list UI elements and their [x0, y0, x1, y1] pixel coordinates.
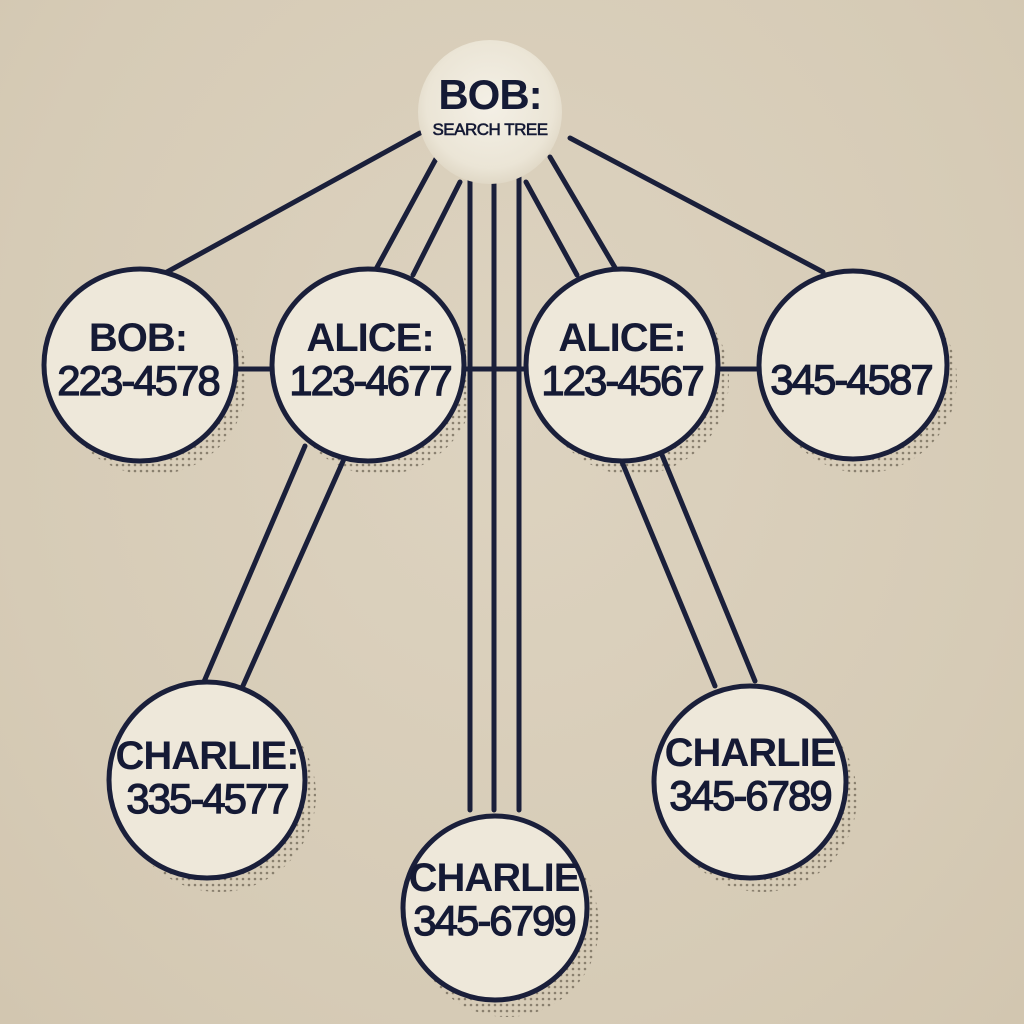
node-name: ALICE:	[306, 315, 434, 360]
root-name: BOB:	[438, 71, 542, 119]
node-alice-left[interactable]	[269, 266, 467, 464]
nodes	[41, 40, 950, 1003]
root-node[interactable]	[418, 40, 562, 184]
node-name: CHARLIE	[408, 855, 581, 900]
node-name: BOB:	[88, 315, 188, 360]
edge-root-alice-left-a	[372, 154, 440, 274]
node-phone: 345-4587	[770, 355, 935, 403]
edge-root-bob	[164, 130, 423, 275]
edge-root-alice-right-a	[523, 179, 580, 278]
node-phone: 123-4567	[541, 356, 706, 404]
edge-alice-left-charlie-left-a	[200, 443, 308, 687]
node-charlie-right[interactable]	[651, 683, 849, 881]
label-bob: BOB: 223-4578	[57, 315, 222, 404]
label-alice-right: ALICE: 123-4567	[541, 315, 706, 404]
node-charlie-middle[interactable]	[400, 813, 590, 1003]
label-alice-left: ALICE: 123-4677	[289, 315, 454, 404]
node-name: ALICE:	[558, 315, 686, 360]
node-charlie-left[interactable]	[106, 679, 308, 881]
node-unnamed-right[interactable]	[756, 268, 950, 462]
node-name: CHARLIE:	[115, 733, 299, 778]
edge-alice-right-charlie-right-a	[619, 459, 718, 689]
edge-root-alice-right-b	[547, 154, 620, 274]
label-unnamed-right: 345-4587	[770, 355, 935, 403]
node-alice-right[interactable]	[523, 266, 721, 464]
node-phone: 335-4577	[126, 774, 291, 822]
node-phone: 345-6799	[413, 896, 578, 944]
label-charlie-left: CHARLIE: 335-4577	[115, 733, 299, 822]
root-subtitle: SEARCH TREE	[432, 120, 548, 140]
node-phone: 123-4677	[289, 356, 454, 404]
edge-root-alice-left-b	[410, 179, 463, 278]
node-bob[interactable]	[41, 266, 239, 464]
label-charlie-right: CHARLIE 345-6789	[664, 730, 837, 819]
edge-alice-left-charlie-left-b	[239, 456, 347, 691]
root-label: BOB: SEARCH TREE	[432, 71, 548, 140]
node-phone: 345-6789	[669, 771, 834, 819]
label-charlie-middle: CHARLIE 345-6799	[408, 855, 581, 944]
edge-root-unnamed-right	[567, 135, 826, 275]
edges	[164, 130, 826, 813]
node-name: CHARLIE	[664, 730, 837, 775]
edge-alice-right-charlie-right-b	[659, 452, 758, 684]
node-phone: 223-4578	[57, 356, 222, 404]
